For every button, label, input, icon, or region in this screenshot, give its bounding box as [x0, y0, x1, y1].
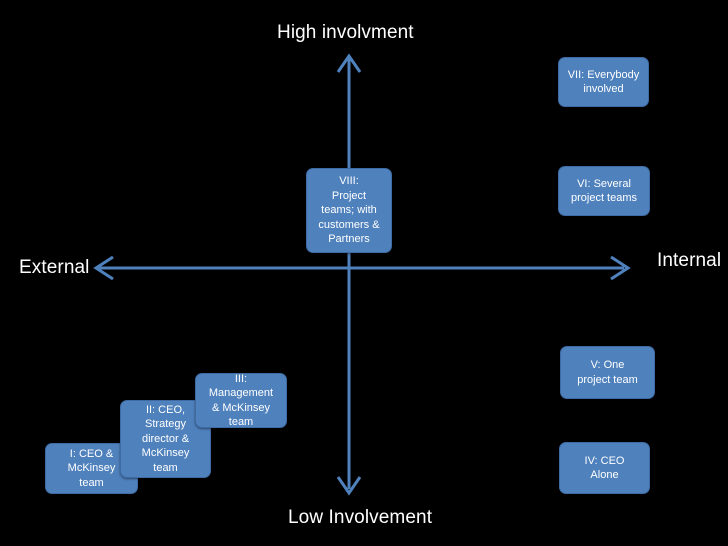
axis-label-external: External	[19, 257, 90, 278]
down-arrow-icon	[336, 476, 362, 496]
node-box-vi[interactable]: VI: Several project teams	[558, 166, 650, 216]
node-box-viii[interactable]: VIII: Project teams; with customers & Pa…	[306, 168, 392, 253]
node-box-iv[interactable]: IV: CEO Alone	[559, 442, 650, 494]
left-arrow-icon	[93, 255, 114, 281]
axis-label-high-involvement: High involvment	[277, 22, 414, 43]
node-box-iii[interactable]: III: Management & McKinsey team	[195, 373, 287, 428]
node-box-vii[interactable]: VII: Everybody involved	[558, 57, 649, 107]
axis-label-internal: Internal	[657, 250, 722, 271]
axis-label-low-involvement: Low Involvement	[288, 507, 433, 528]
right-arrow-icon	[610, 255, 631, 281]
up-arrow-icon	[336, 53, 362, 73]
node-box-v[interactable]: V: One project team	[560, 346, 655, 399]
